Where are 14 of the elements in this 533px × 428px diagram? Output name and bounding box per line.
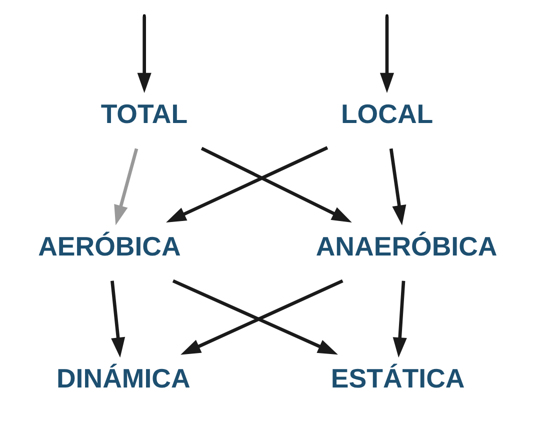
node-text: LOCAL	[340, 99, 434, 130]
arrow	[166, 146, 328, 223]
arrow	[114, 148, 138, 226]
node-text: ESTÁTICA	[330, 363, 465, 394]
node-text: AERÓBICA	[38, 231, 181, 262]
node-text: DINÁMICA	[56, 363, 190, 394]
arrow	[110, 280, 126, 358]
node-text: ANAERÓBICA	[316, 231, 498, 262]
arrow	[389, 148, 406, 226]
node-text: TOTAL	[100, 99, 188, 130]
arrow	[137, 16, 152, 93]
arrow	[200, 146, 352, 222]
arrow	[392, 280, 407, 358]
arrow	[380, 16, 394, 93]
